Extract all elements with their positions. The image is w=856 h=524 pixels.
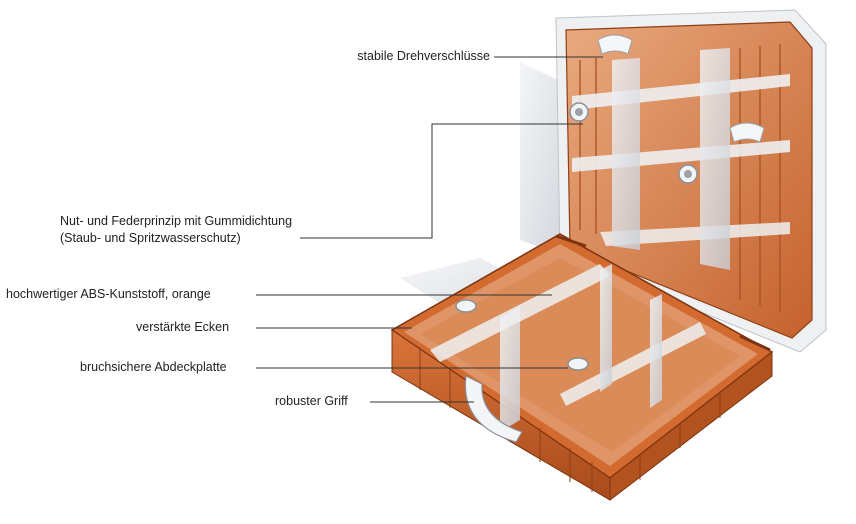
- leader-lines: [256, 56, 603, 403]
- handle: [464, 375, 523, 443]
- label-abdeckplatte: bruchsichere Abdeckplatte: [80, 360, 227, 374]
- lid-cover-plate: [520, 62, 562, 255]
- turn-lock-right: [729, 122, 765, 143]
- label-nut-feder: Nut- und Federprinzip mit Gummidichtung …: [60, 213, 292, 247]
- label-abs: hochwertiger ABS-Kunststoff, orange: [6, 287, 211, 301]
- turn-lock-top: [597, 34, 633, 55]
- lid: [555, 9, 827, 353]
- label-griff: robuster Griff: [275, 394, 348, 408]
- label-nut-feder-line2: (Staub- und Spritzwasserschutz): [60, 231, 241, 245]
- label-drehverschluesse: stabile Drehverschlüsse: [357, 49, 490, 63]
- label-nut-feder-line1: Nut- und Federprinzip mit Gummidichtung: [60, 214, 293, 228]
- label-ecken: verstärkte Ecken: [136, 320, 230, 334]
